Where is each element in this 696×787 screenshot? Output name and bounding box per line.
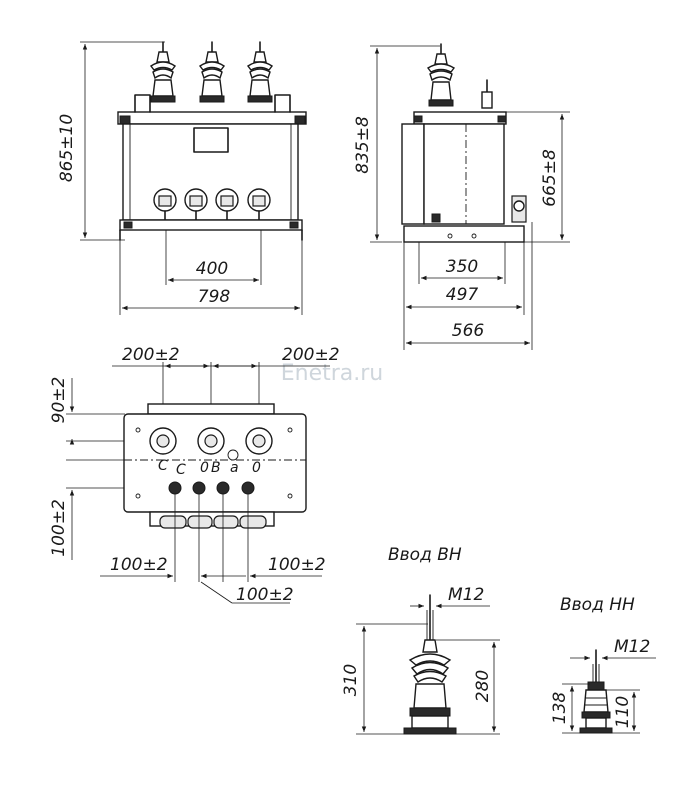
terminal-label-5: 0 (252, 460, 261, 476)
front-view: 865±10 (57, 41, 307, 315)
side-width-b-label: 497 (446, 285, 479, 305)
side-height-total-label: 835±8 (353, 116, 373, 174)
side-height-tank-label: 665±8 (540, 149, 560, 207)
top-left-spacing-label: 200±2 (122, 345, 180, 365)
hv-height-total-label: 310 (341, 664, 361, 696)
top-hv-bushings (149, 427, 273, 455)
top-lower-offset-label: 100±2 (49, 499, 69, 557)
terminal-label-0: C (158, 458, 168, 474)
side-view: 835±8 665± (353, 43, 570, 350)
side-width-c-label: 566 (452, 321, 485, 341)
top-bottom-right-label: 100±2 (268, 555, 326, 575)
hv-thread-label: M12 (448, 585, 484, 605)
terminal-label-1: C (176, 462, 186, 478)
front-width-inner-label: 400 (196, 259, 228, 279)
terminal-label-3: B (211, 460, 221, 476)
terminal-label-2: 0 (200, 460, 209, 476)
front-hv-bushings (149, 41, 274, 103)
top-bottom-left-label: 100±2 (110, 555, 168, 575)
top-upper-offset-label: 90±2 (49, 377, 69, 424)
top-right-spacing-label: 200±2 (282, 345, 340, 365)
top-view: 200±2 200±2 90±2 100±2 C C 0 B a 0 (49, 345, 340, 605)
front-width-total-label: 798 (198, 287, 231, 307)
lv-title: Ввод НН (560, 595, 635, 615)
lv-bushing-detail: Ввод НН M12 138 110 (550, 595, 656, 734)
top-bottom-middle-label: 100±2 (236, 585, 294, 605)
lv-height-body-label: 110 (613, 696, 633, 728)
watermark: Enetra.ru (281, 361, 384, 386)
hv-height-body-label: 280 (473, 670, 493, 702)
lv-height-total-label: 138 (550, 692, 570, 725)
terminal-label-4: a (230, 460, 239, 476)
front-height-label: 865±10 (57, 114, 77, 182)
side-width-a-label: 350 (446, 257, 478, 277)
hv-title: Ввод ВН (388, 545, 462, 565)
hv-bushing-detail: Ввод ВН M12 310 280 (341, 545, 500, 735)
lv-thread-label: M12 (614, 637, 650, 657)
front-lv-terminals (153, 188, 271, 225)
top-lv-terminals (168, 481, 255, 495)
